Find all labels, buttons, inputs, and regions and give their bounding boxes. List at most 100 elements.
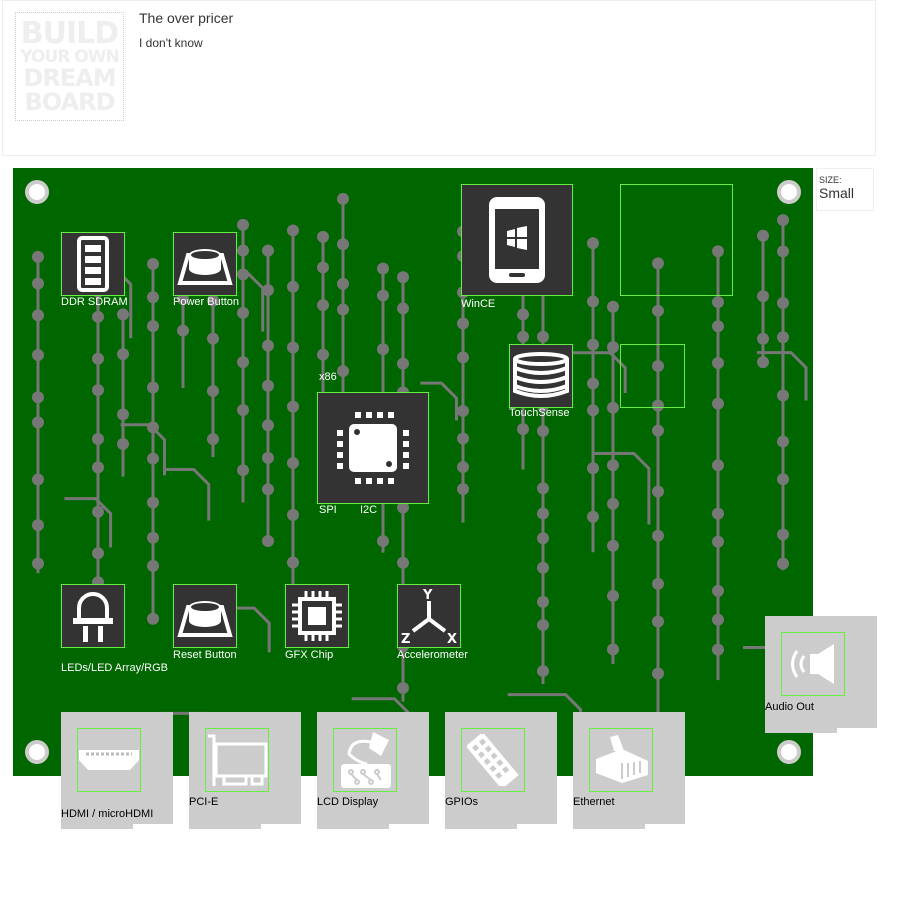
pcb-pad — [397, 501, 409, 514]
svg-text:X: X — [447, 632, 457, 645]
pcb-pad — [607, 300, 619, 313]
connector-tab — [189, 824, 261, 829]
pcb-trace — [566, 351, 627, 394]
pcb-pad — [712, 356, 724, 369]
gpio-connector[interactable]: GPIOs — [445, 712, 557, 829]
hdmi-port-icon — [79, 750, 139, 770]
lcd-display-connector[interactable]: LCD Display — [317, 712, 429, 829]
pcb-pad — [457, 405, 469, 418]
pcb-pad — [147, 381, 159, 394]
pcb-pad — [147, 531, 159, 544]
pcb-pad — [147, 258, 159, 271]
pcb-pad — [712, 507, 724, 520]
pcb-pad — [92, 352, 104, 365]
pcb-pad — [757, 229, 769, 242]
pcb-pad — [32, 391, 44, 404]
pcb-pad — [317, 230, 329, 243]
pcb-pad — [177, 324, 189, 337]
gfx-chip-module[interactable] — [285, 584, 349, 648]
pcb-pad — [337, 303, 349, 316]
gpio-label: GPIOs — [445, 796, 479, 808]
power-button-module[interactable] — [173, 232, 237, 296]
pcb-pad — [537, 482, 549, 495]
pcb-pad — [607, 589, 619, 602]
pcb-pad — [397, 357, 409, 370]
size-indicator[interactable]: SIZE: Small — [816, 168, 874, 211]
pcb-pad — [652, 485, 664, 498]
pcb-pad — [287, 508, 299, 521]
pcb-pad — [607, 341, 619, 354]
led-icon — [73, 592, 113, 642]
pcb-pad — [237, 306, 249, 319]
pcb-pad — [317, 299, 329, 312]
ethernet-connector[interactable]: Ethernet — [573, 712, 685, 829]
touchsense-module[interactable] — [509, 344, 573, 408]
pcb-pad — [712, 459, 724, 472]
pcb-pad — [207, 385, 219, 398]
pcb-pad — [397, 302, 409, 315]
pcb-pad — [712, 584, 724, 597]
pcb-pad — [587, 462, 599, 475]
pcb-pad — [32, 348, 44, 361]
power-button-label: Power Button — [173, 296, 240, 308]
pcb-pad — [457, 461, 469, 474]
pcb-trace — [64, 497, 113, 548]
button-icon — [177, 601, 233, 637]
pcb-trace — [120, 423, 167, 476]
pin-header-icon — [467, 734, 519, 786]
x86-cpu-module[interactable] — [317, 392, 429, 504]
pcb-pad — [32, 557, 44, 570]
pcie-label: PCI-E — [189, 796, 219, 808]
pcb-pad — [377, 535, 389, 548]
pcb-pad — [147, 496, 159, 509]
pcb-pad — [457, 432, 469, 445]
pcie-connector[interactable]: PCI-E — [189, 712, 301, 829]
cpu-x86-label: x86 — [319, 371, 337, 383]
pcb-pad — [652, 257, 664, 270]
pcb-pad — [287, 400, 299, 413]
pcb-pad — [237, 464, 249, 477]
pcb-pad — [207, 294, 219, 307]
wince-label: WinCE — [461, 298, 496, 310]
gpio-slot — [461, 728, 525, 792]
pcb-pad — [287, 556, 299, 569]
empty-slot-large[interactable] — [620, 184, 733, 296]
pcb-pad — [262, 244, 274, 257]
lcd-ribbon-icon — [341, 732, 391, 788]
hdmi-connector[interactable]: HDMI / microHDMI — [61, 712, 173, 829]
pcb-pad — [32, 309, 44, 322]
pcb-pad — [652, 399, 664, 412]
pcb-pad — [607, 401, 619, 414]
ddr-sdram-module[interactable] — [61, 232, 125, 296]
size-label: SIZE: — [819, 175, 842, 185]
pcb-pad — [712, 613, 724, 626]
reset-button-module[interactable] — [173, 584, 237, 648]
pcb-pad — [587, 377, 599, 390]
pcb-pad — [237, 356, 249, 369]
pcb-pad — [92, 547, 104, 560]
pcb-pad — [397, 682, 409, 695]
pcb-pad — [537, 561, 549, 574]
audio-out-connector[interactable]: Audio Out — [765, 616, 877, 733]
leds-module[interactable] — [61, 584, 125, 648]
pcb-pad — [287, 341, 299, 354]
pcb-pad — [207, 433, 219, 446]
pcb-pad — [777, 473, 789, 486]
pcb-trace — [756, 351, 808, 401]
pcb-pad — [377, 289, 389, 302]
pcb-pad — [32, 416, 44, 429]
pcb-pad — [537, 330, 549, 343]
pcb-pad — [117, 308, 129, 321]
empty-slot-small[interactable] — [620, 344, 685, 408]
pcb-pad — [652, 577, 664, 590]
pcb-pad — [147, 291, 159, 304]
pcb-pad — [712, 296, 724, 309]
pcb-pad — [92, 433, 104, 446]
pcb-pad — [262, 339, 274, 352]
pcb-pad — [517, 423, 529, 436]
pcb-pad — [587, 510, 599, 523]
pcb-pad — [92, 310, 104, 323]
accelerometer-label: Accelerometer — [397, 649, 468, 661]
wince-module[interactable] — [461, 184, 573, 296]
